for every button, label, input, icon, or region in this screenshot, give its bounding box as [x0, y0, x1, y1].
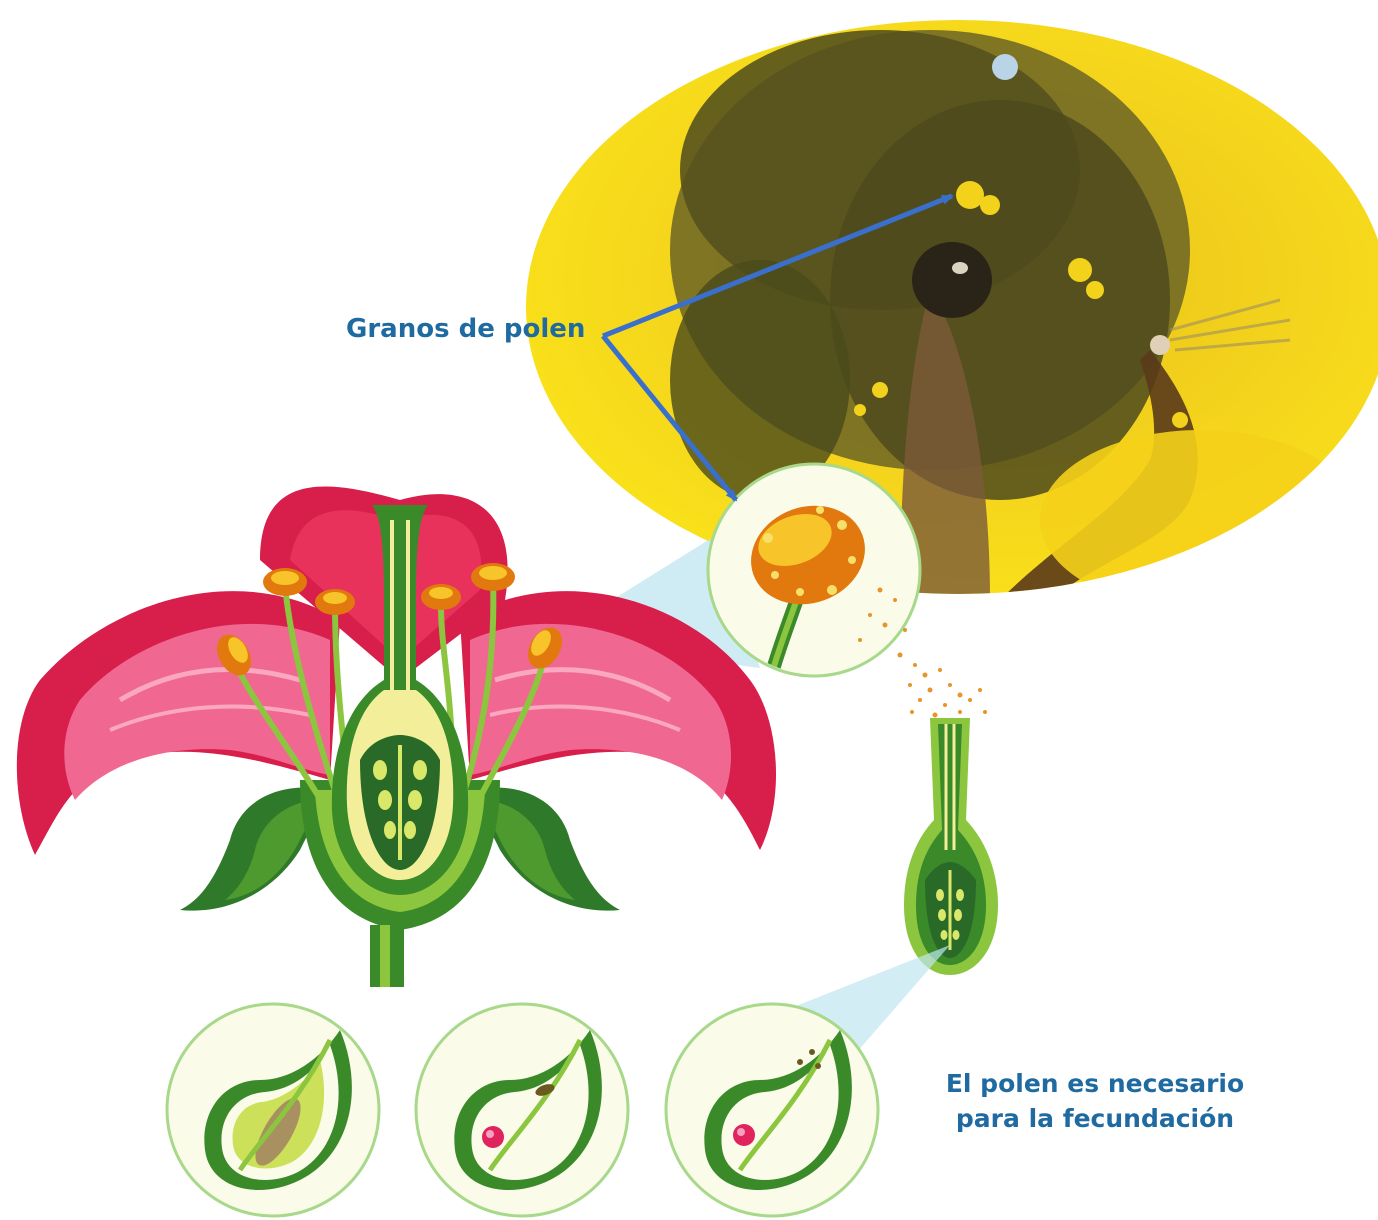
fertilization-caption-line2: para la fecundación: [900, 1101, 1290, 1136]
pistil-illustration: [904, 718, 998, 975]
ovule-stage-3: [666, 1004, 878, 1216]
pollen-grains-label: Granos de polen: [346, 314, 585, 344]
anther-zoom-circle: [708, 464, 920, 680]
flower-illustration: [17, 486, 776, 987]
ovule-stage-1: [167, 1004, 379, 1216]
ovule-stage-2: [416, 1004, 628, 1216]
fertilization-caption: El polen es necesario para la fecundació…: [900, 1066, 1290, 1136]
fertilization-caption-line1: El polen es necesario: [900, 1066, 1290, 1101]
